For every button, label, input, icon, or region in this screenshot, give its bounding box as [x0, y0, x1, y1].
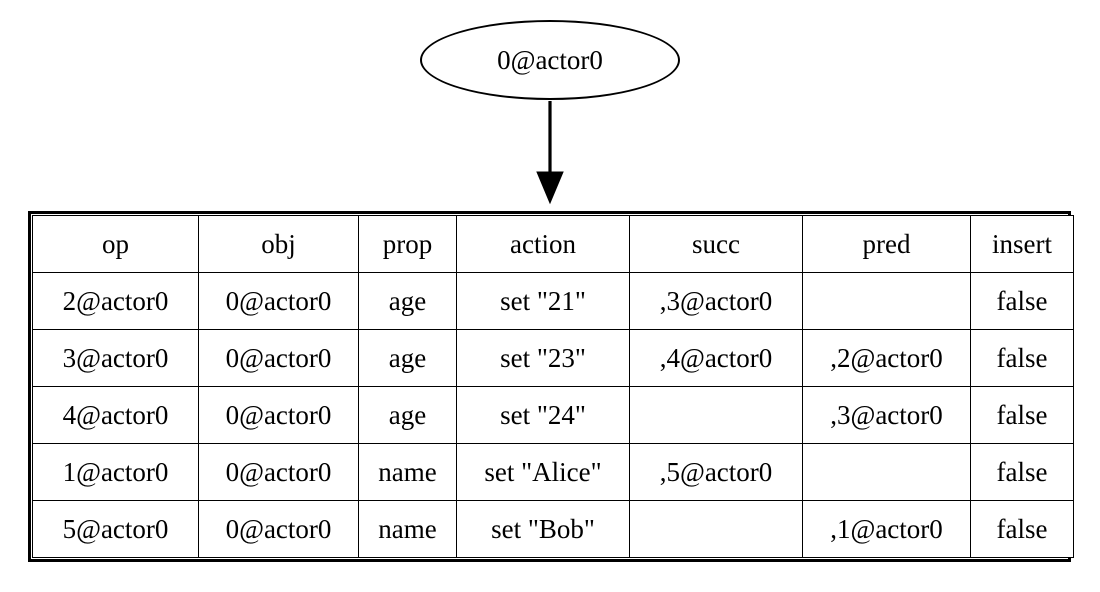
cell-pred [802, 272, 971, 330]
cell-action: set "Alice" [456, 443, 630, 501]
table-header-row: op obj prop action succ pred insert [32, 215, 1074, 273]
column-header-insert: insert [970, 215, 1074, 273]
cell-succ: ,4@actor0 [629, 329, 803, 387]
cell-pred: ,1@actor0 [802, 500, 971, 558]
table-row: 2@actor0 0@actor0 age set "21" ,3@actor0… [32, 272, 1074, 330]
cell-pred: ,3@actor0 [802, 386, 971, 444]
op-table: op obj prop action succ pred insert 2@ac… [28, 211, 1074, 562]
cell-prop: age [358, 272, 457, 330]
node-actor-root[interactable]: 0@actor0 [420, 20, 680, 100]
cell-insert: false [970, 272, 1074, 330]
cell-action: set "Bob" [456, 500, 630, 558]
cell-action: set "24" [456, 386, 630, 444]
cell-prop: name [358, 443, 457, 501]
column-header-pred: pred [802, 215, 971, 273]
cell-succ: ,3@actor0 [629, 272, 803, 330]
table-row: 1@actor0 0@actor0 name set "Alice" ,5@ac… [32, 443, 1074, 501]
cell-op: 4@actor0 [32, 386, 199, 444]
cell-succ [629, 500, 803, 558]
column-header-action: action [456, 215, 630, 273]
column-header-prop: prop [358, 215, 457, 273]
edge-arrowhead-icon [536, 171, 564, 205]
cell-insert: false [970, 386, 1074, 444]
cell-op: 3@actor0 [32, 329, 199, 387]
cell-prop: age [358, 329, 457, 387]
cell-insert: false [970, 329, 1074, 387]
cell-obj: 0@actor0 [198, 443, 359, 501]
table-row: 5@actor0 0@actor0 name set "Bob" ,1@acto… [32, 500, 1074, 558]
cell-obj: 0@actor0 [198, 500, 359, 558]
cell-op: 1@actor0 [32, 443, 199, 501]
cell-op: 2@actor0 [32, 272, 199, 330]
cell-pred: ,2@actor0 [802, 329, 971, 387]
cell-succ [629, 386, 803, 444]
cell-succ: ,5@actor0 [629, 443, 803, 501]
table-row: 4@actor0 0@actor0 age set "24" ,3@actor0… [32, 386, 1074, 444]
cell-obj: 0@actor0 [198, 272, 359, 330]
cell-insert: false [970, 500, 1074, 558]
column-header-succ: succ [629, 215, 803, 273]
cell-prop: age [358, 386, 457, 444]
cell-obj: 0@actor0 [198, 329, 359, 387]
column-header-op: op [32, 215, 199, 273]
cell-obj: 0@actor0 [198, 386, 359, 444]
cell-insert: false [970, 443, 1074, 501]
cell-prop: name [358, 500, 457, 558]
node-label: 0@actor0 [497, 44, 603, 75]
cell-action: set "23" [456, 329, 630, 387]
table-row: 3@actor0 0@actor0 age set "23" ,4@actor0… [32, 329, 1074, 387]
cell-action: set "21" [456, 272, 630, 330]
column-header-obj: obj [198, 215, 359, 273]
cell-op: 5@actor0 [32, 500, 199, 558]
op-table-grid: op obj prop action succ pred insert 2@ac… [32, 215, 1074, 558]
cell-pred [802, 443, 971, 501]
